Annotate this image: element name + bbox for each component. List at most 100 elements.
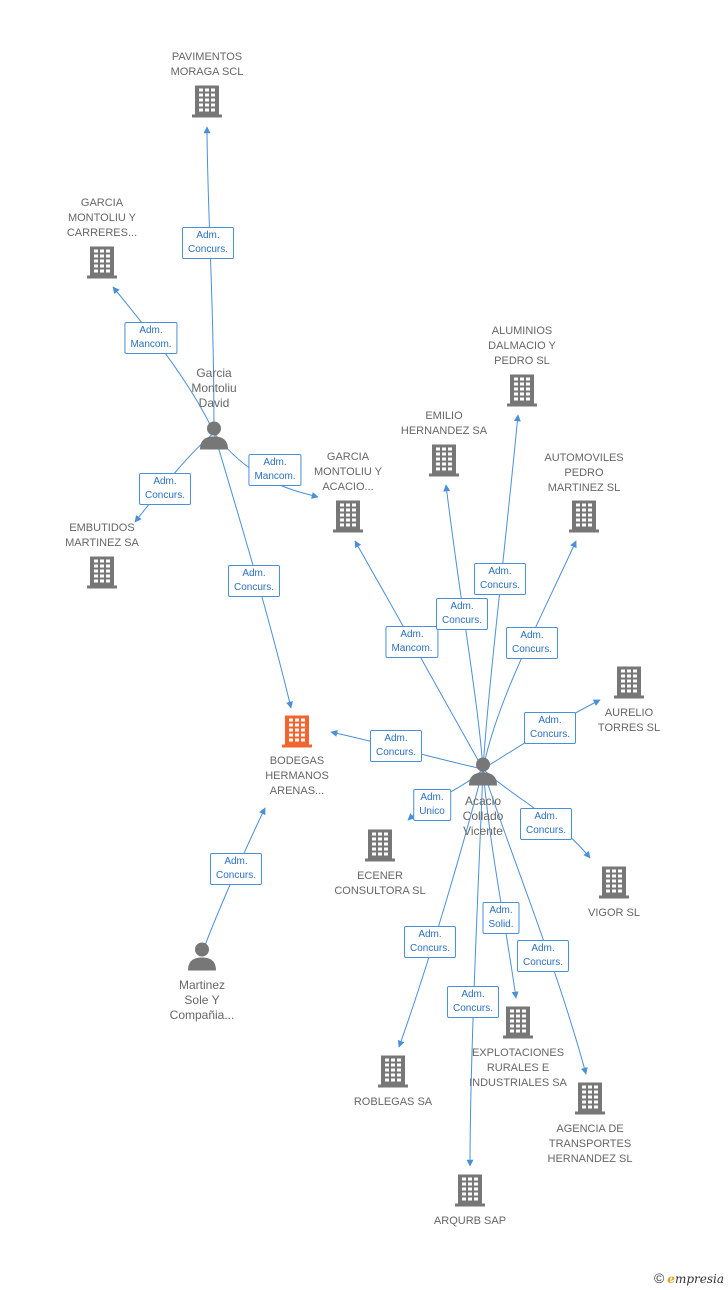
edge-label-line: Adm.	[242, 568, 266, 579]
node-label-line: Compañia...	[169, 1008, 235, 1022]
building-icon	[575, 1082, 605, 1115]
node-label-line: Vicente	[463, 824, 503, 838]
node-explotaciones[interactable]	[503, 1005, 533, 1044]
node-garcia-acacio[interactable]	[333, 499, 363, 538]
node-label-line: GARCIA	[80, 197, 124, 209]
edge-label-line: Concurs.	[233, 582, 275, 593]
node-embutidos[interactable]	[87, 555, 117, 594]
copyright-symbol: ©	[653, 1270, 665, 1286]
person-icon	[469, 757, 497, 786]
edge-label-line: Concurs.	[511, 644, 553, 655]
edge-label-line: Concurs.	[375, 747, 417, 758]
edge-label[interactable]: Adm.Concurs.	[403, 926, 457, 958]
edge-acacio-to-emilio	[443, 484, 484, 770]
edge-label[interactable]: Adm.Mancom.	[124, 322, 178, 354]
edge-label[interactable]: Adm.Concurs.	[523, 712, 577, 744]
edge-label[interactable]: Adm. Mancom.	[385, 626, 439, 658]
edge-label-line: Adm.	[520, 630, 544, 641]
building-icon	[569, 500, 599, 533]
edge-label-line: Adm.	[400, 629, 424, 640]
node-ecener[interactable]	[365, 828, 395, 867]
node-label-line: MORAGA SCL	[170, 66, 244, 78]
edge-label[interactable]: Adm. Concurs.	[227, 565, 281, 597]
edge-label-line: Adm.	[450, 601, 474, 612]
node-label-line: ARENAS...	[269, 785, 325, 797]
node-label-line: ALUMINIOS	[491, 325, 553, 337]
building-icon	[429, 444, 459, 477]
edge-label[interactable]: Adm.Concurs.	[516, 940, 570, 972]
edge-label[interactable]: Adm.Solid.	[482, 902, 520, 934]
node-label-line: VIGOR SL	[588, 907, 640, 919]
node-emilio[interactable]	[429, 443, 459, 482]
node-pavimentos[interactable]	[192, 84, 222, 123]
node-label-line: CONSULTORA SL	[334, 885, 426, 897]
building-icon	[507, 374, 537, 407]
edge-label-line: Adm.	[538, 715, 562, 726]
node-automoviles[interactable]	[569, 499, 599, 538]
node-label-line: HERNANDEZ SA	[400, 425, 488, 437]
node-label-line: Sole Y	[184, 993, 220, 1007]
node-label-line: Collado	[462, 809, 504, 823]
node-vigor[interactable]	[599, 865, 629, 904]
edge-label[interactable]: Adm.Mancom.	[248, 454, 302, 486]
node-label-vigor[interactable]: VIGOR SL	[588, 906, 640, 921]
node-garcia-carreres[interactable]	[87, 245, 117, 284]
node-bodegas[interactable]	[282, 714, 312, 753]
building-icon	[455, 1174, 485, 1207]
edge-label[interactable]: Adm.Concurs.	[138, 473, 192, 505]
edge-label[interactable]: Adm.Concurs.	[209, 853, 263, 885]
edge-label-line: Mancom.	[391, 643, 433, 654]
edge-label[interactable]: Adm.Concurs.	[519, 808, 573, 840]
edge-acacio-to-explotaciones	[482, 768, 519, 999]
node-label-line: ROBLEGAS SA	[353, 1096, 433, 1108]
node-label-line: PEDRO	[564, 467, 604, 479]
node-label-emilio[interactable]: EMILIO HERNANDEZ SA	[401, 409, 487, 439]
edge-label[interactable]: Adm. Concurs.	[181, 227, 235, 259]
edge-label[interactable]: Adm.Concurs.	[446, 986, 500, 1018]
edge-label-line: Adm.	[196, 230, 220, 241]
node-aluminios[interactable]	[507, 373, 537, 412]
node-arqurb[interactable]	[455, 1173, 485, 1212]
edge-label-line: Concurs.	[479, 580, 521, 591]
node-garcia-david[interactable]	[199, 420, 229, 455]
node-label-roblegas[interactable]: ROBLEGAS SA	[354, 1095, 432, 1110]
node-label-line: AGENCIA DE	[556, 1123, 624, 1135]
building-icon	[503, 1006, 533, 1039]
edge-label[interactable]: Adm.Concurs.	[369, 730, 423, 762]
node-roblegas[interactable]	[378, 1054, 408, 1093]
node-label-line: GARCIA	[326, 451, 370, 463]
node-acacio[interactable]	[468, 756, 498, 791]
edge-label-line: Concurs.	[187, 244, 229, 255]
building-icon	[282, 715, 312, 748]
building-icon	[378, 1055, 408, 1088]
node-martinez-sole[interactable]	[187, 941, 217, 976]
node-agencia[interactable]	[575, 1081, 605, 1120]
edge-label-line: Adm.	[420, 792, 444, 803]
edge-label-line: Concurs.	[525, 825, 567, 836]
node-label-arqurb[interactable]: ARQURB SAP	[434, 1214, 506, 1229]
edge-label-line: Concurs.	[522, 957, 564, 968]
node-label-line: EMILIO	[425, 410, 463, 422]
edge-label-line: Solid.	[488, 919, 514, 930]
edge-label[interactable]: Adm.Unico	[413, 789, 451, 821]
edge-label[interactable]: Adm.Concurs.	[435, 598, 489, 630]
node-aurelio[interactable]	[614, 665, 644, 704]
edge-label[interactable]: Adm. Concurs.	[505, 627, 559, 659]
edge-label-line: Adm.	[461, 989, 485, 1000]
node-label-line: INDUSTRIALES SA	[469, 1077, 567, 1089]
edge-label[interactable]: Adm.Concurs.	[473, 563, 527, 595]
